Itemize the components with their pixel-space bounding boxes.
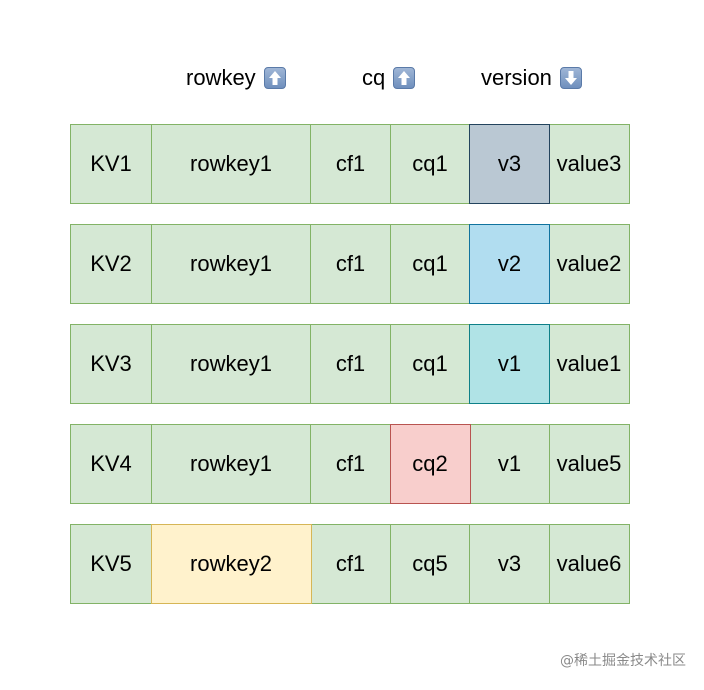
arrow-up-icon xyxy=(393,67,416,89)
watermark: @稀土掘金技术社区 xyxy=(560,653,686,669)
kv-id-cell: KV2 xyxy=(70,224,152,304)
cq-cell: cq1 xyxy=(389,324,471,404)
version-cell: v3 xyxy=(469,524,550,604)
kv-row-3: KV3 rowkey1 cf1 cq1 v1 value1 xyxy=(70,324,631,404)
kv-id-cell: KV1 xyxy=(70,124,152,204)
cq-cell: cq2 xyxy=(389,424,471,504)
rowkey-cell: rowkey1 xyxy=(150,124,312,204)
value-cell: value2 xyxy=(548,224,630,304)
kv-id-cell: KV5 xyxy=(70,524,152,604)
kv-id-cell: KV4 xyxy=(70,424,152,504)
arrow-down-icon xyxy=(559,67,582,89)
rowkey-cell: rowkey1 xyxy=(150,324,312,404)
kv-id-cell: KV3 xyxy=(70,324,152,404)
value-cell: value1 xyxy=(548,324,630,404)
header-cq: cq xyxy=(362,62,416,94)
header-rowkey-label: rowkey xyxy=(186,65,256,90)
kv-row-2: KV2 rowkey1 cf1 cq1 v2 value2 xyxy=(70,224,631,304)
rowkey-cell: rowkey1 xyxy=(150,224,312,304)
value-cell: value6 xyxy=(548,524,630,604)
header-rowkey: rowkey xyxy=(186,62,286,94)
cf-cell: cf1 xyxy=(310,524,391,604)
rowkey-cell: rowkey1 xyxy=(150,424,312,504)
kv-row-5: KV5 rowkey2 cf1 cq5 v3 value6 xyxy=(70,524,631,604)
cf-cell: cf1 xyxy=(310,424,391,504)
kv-row-1: KV1 rowkey1 cf1 cq1 v3 value3 xyxy=(70,124,631,204)
value-cell: value3 xyxy=(548,124,630,204)
cf-cell: cf1 xyxy=(310,224,391,304)
rowkey-cell: rowkey2 xyxy=(150,524,312,604)
cq-cell: cq1 xyxy=(389,124,471,204)
cf-cell: cf1 xyxy=(310,324,391,404)
value-cell: value5 xyxy=(548,424,630,504)
version-cell: v1 xyxy=(469,424,550,504)
cf-cell: cf1 xyxy=(310,124,391,204)
header-cq-label: cq xyxy=(362,65,386,90)
header-version-label: version xyxy=(481,65,552,90)
arrow-up-icon xyxy=(263,67,286,89)
kv-row-4: KV4 rowkey1 cf1 cq2 v1 value5 xyxy=(70,424,631,504)
cq-cell: cq1 xyxy=(389,224,471,304)
header-version: version xyxy=(481,62,582,94)
version-cell: v3 xyxy=(469,124,550,204)
version-cell: v2 xyxy=(469,224,550,304)
version-cell: v1 xyxy=(469,324,550,404)
cq-cell: cq5 xyxy=(389,524,471,604)
